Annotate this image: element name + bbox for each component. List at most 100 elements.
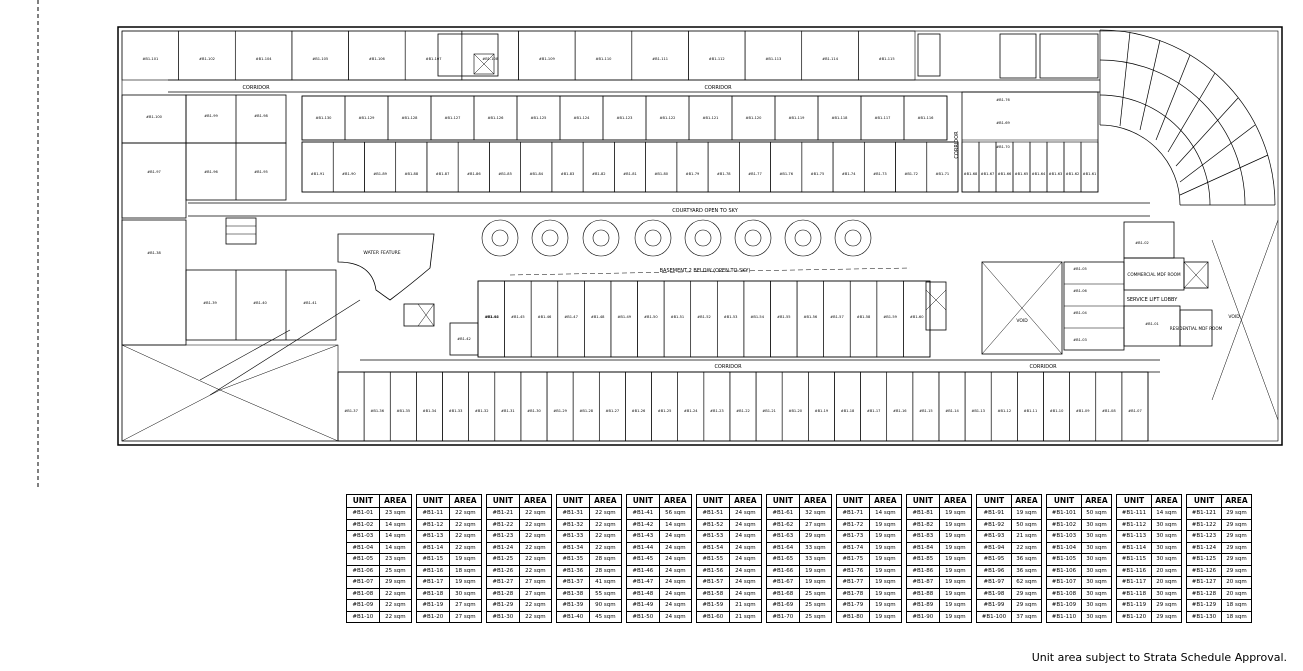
unit-label: #B1-52 bbox=[697, 315, 711, 319]
unit-number: #B1-110 bbox=[1046, 610, 1082, 623]
unit-area: 22 sqm bbox=[448, 541, 483, 554]
unit-area: 29 sqm bbox=[378, 576, 413, 589]
unit-area: 19 sqm bbox=[448, 553, 483, 566]
schedule-header-unit: UNIT bbox=[1046, 494, 1082, 508]
unit-cell bbox=[688, 30, 746, 81]
unit-area: 30 sqm bbox=[1150, 518, 1183, 531]
unit-area: 20 sqm bbox=[1220, 587, 1253, 600]
unit-number: #B1-28 bbox=[486, 587, 520, 600]
unit-area: 14 sqm bbox=[658, 518, 693, 531]
unit-label: #B1-41 bbox=[303, 301, 317, 305]
unit-number: #B1-07 bbox=[346, 576, 380, 589]
unit-area: 24 sqm bbox=[658, 610, 693, 623]
unit-number: #B1-115 bbox=[1116, 553, 1152, 566]
unit-number: #B1-43 bbox=[626, 530, 660, 543]
unit-cell bbox=[494, 371, 522, 442]
unit-number: #B1-67 bbox=[766, 576, 800, 589]
unit-label: #B1-30 bbox=[527, 409, 541, 413]
unit-label: #B1-29 bbox=[553, 409, 567, 413]
unit-number: #B1-82 bbox=[906, 518, 940, 531]
unit-label: #B1-110 bbox=[596, 57, 613, 61]
unit-area: 19 sqm bbox=[938, 564, 973, 577]
unit-cell bbox=[557, 280, 585, 358]
residential-mdf-label: RESIDENTIAL MDF ROOM bbox=[1170, 326, 1223, 331]
unit-area: 22 sqm bbox=[518, 599, 553, 612]
unit-label: #B1-79 bbox=[686, 172, 700, 176]
unit-number: #B1-05 bbox=[346, 553, 380, 566]
lift-core-mid bbox=[925, 281, 947, 331]
unit-number: #B1-106 bbox=[1046, 564, 1082, 577]
unit-area: 27 sqm bbox=[518, 587, 553, 600]
unit-rows: #B1-101#B1-102#B1-104#B1-105#B1-106#B1-1… bbox=[121, 30, 1159, 442]
unit-area: 19 sqm bbox=[938, 553, 973, 566]
unit-number: #B1-64 bbox=[766, 541, 800, 554]
schedule-header-area: AREA bbox=[868, 494, 903, 508]
unit-label: #B1-65 bbox=[1015, 172, 1029, 176]
unit-number: #B1-96 bbox=[976, 564, 1012, 577]
unit-area: 21 sqm bbox=[1010, 530, 1043, 543]
unit-number: #B1-54 bbox=[696, 541, 730, 554]
unit-label: #B1-74 bbox=[842, 172, 856, 176]
unit-label: #B1-49 bbox=[617, 315, 631, 319]
schedule-header-area: AREA bbox=[378, 494, 413, 508]
unit-area: 30 sqm bbox=[1080, 553, 1113, 566]
unit-label: #B1-112 bbox=[709, 57, 725, 61]
unit-area: 24 sqm bbox=[658, 541, 693, 554]
unit-area: 19 sqm bbox=[938, 610, 973, 623]
unit-number: #B1-26 bbox=[486, 564, 520, 577]
schedule-header-unit: UNIT bbox=[416, 494, 450, 508]
unit-cell bbox=[468, 371, 496, 442]
unit-label: #B1-86 bbox=[467, 172, 481, 176]
unit-area: 19 sqm bbox=[868, 610, 903, 623]
unit-cell bbox=[457, 141, 490, 193]
unit-number: #B1-68 bbox=[766, 587, 800, 600]
unit-cell bbox=[1012, 141, 1031, 193]
unit-area: 24 sqm bbox=[728, 518, 763, 531]
unit-area: 22 sqm bbox=[378, 587, 413, 600]
unit-number: #B1-35 bbox=[556, 553, 590, 566]
unit-label: #B1-25 bbox=[658, 409, 672, 413]
corridor-label-vertical: CORRIDOR bbox=[954, 131, 960, 159]
unit-area: 50 sqm bbox=[1010, 518, 1043, 531]
unit-cell bbox=[743, 280, 771, 358]
schedule-header-area: AREA bbox=[798, 494, 833, 508]
unit-cell bbox=[677, 371, 705, 442]
schedule-header-unit: UNIT bbox=[906, 494, 940, 508]
unit-area: 23 sqm bbox=[378, 553, 413, 566]
unit-area: 33 sqm bbox=[798, 541, 833, 554]
schedule-header-unit: UNIT bbox=[836, 494, 870, 508]
unit-number: #B1-125 bbox=[1186, 553, 1222, 566]
unit-number: #B1-84 bbox=[906, 541, 940, 554]
unit-number: #B1-15 bbox=[416, 553, 450, 566]
unit-cell bbox=[961, 141, 980, 193]
unit-label: #B1-81 bbox=[623, 172, 637, 176]
schedule-header-unit: UNIT bbox=[976, 494, 1012, 508]
toilet-block bbox=[1039, 33, 1099, 79]
unit-number: #B1-117 bbox=[1116, 576, 1152, 589]
unit-number: #B1-112 bbox=[1116, 518, 1152, 531]
unit-cell bbox=[461, 30, 519, 81]
unit-area: 19 sqm bbox=[868, 587, 903, 600]
unit-cell bbox=[518, 30, 576, 81]
unit-label: #B1-14 bbox=[945, 409, 959, 413]
unit-number: #B1-02 bbox=[346, 518, 380, 531]
unit-label: #B1-66 bbox=[998, 172, 1012, 176]
